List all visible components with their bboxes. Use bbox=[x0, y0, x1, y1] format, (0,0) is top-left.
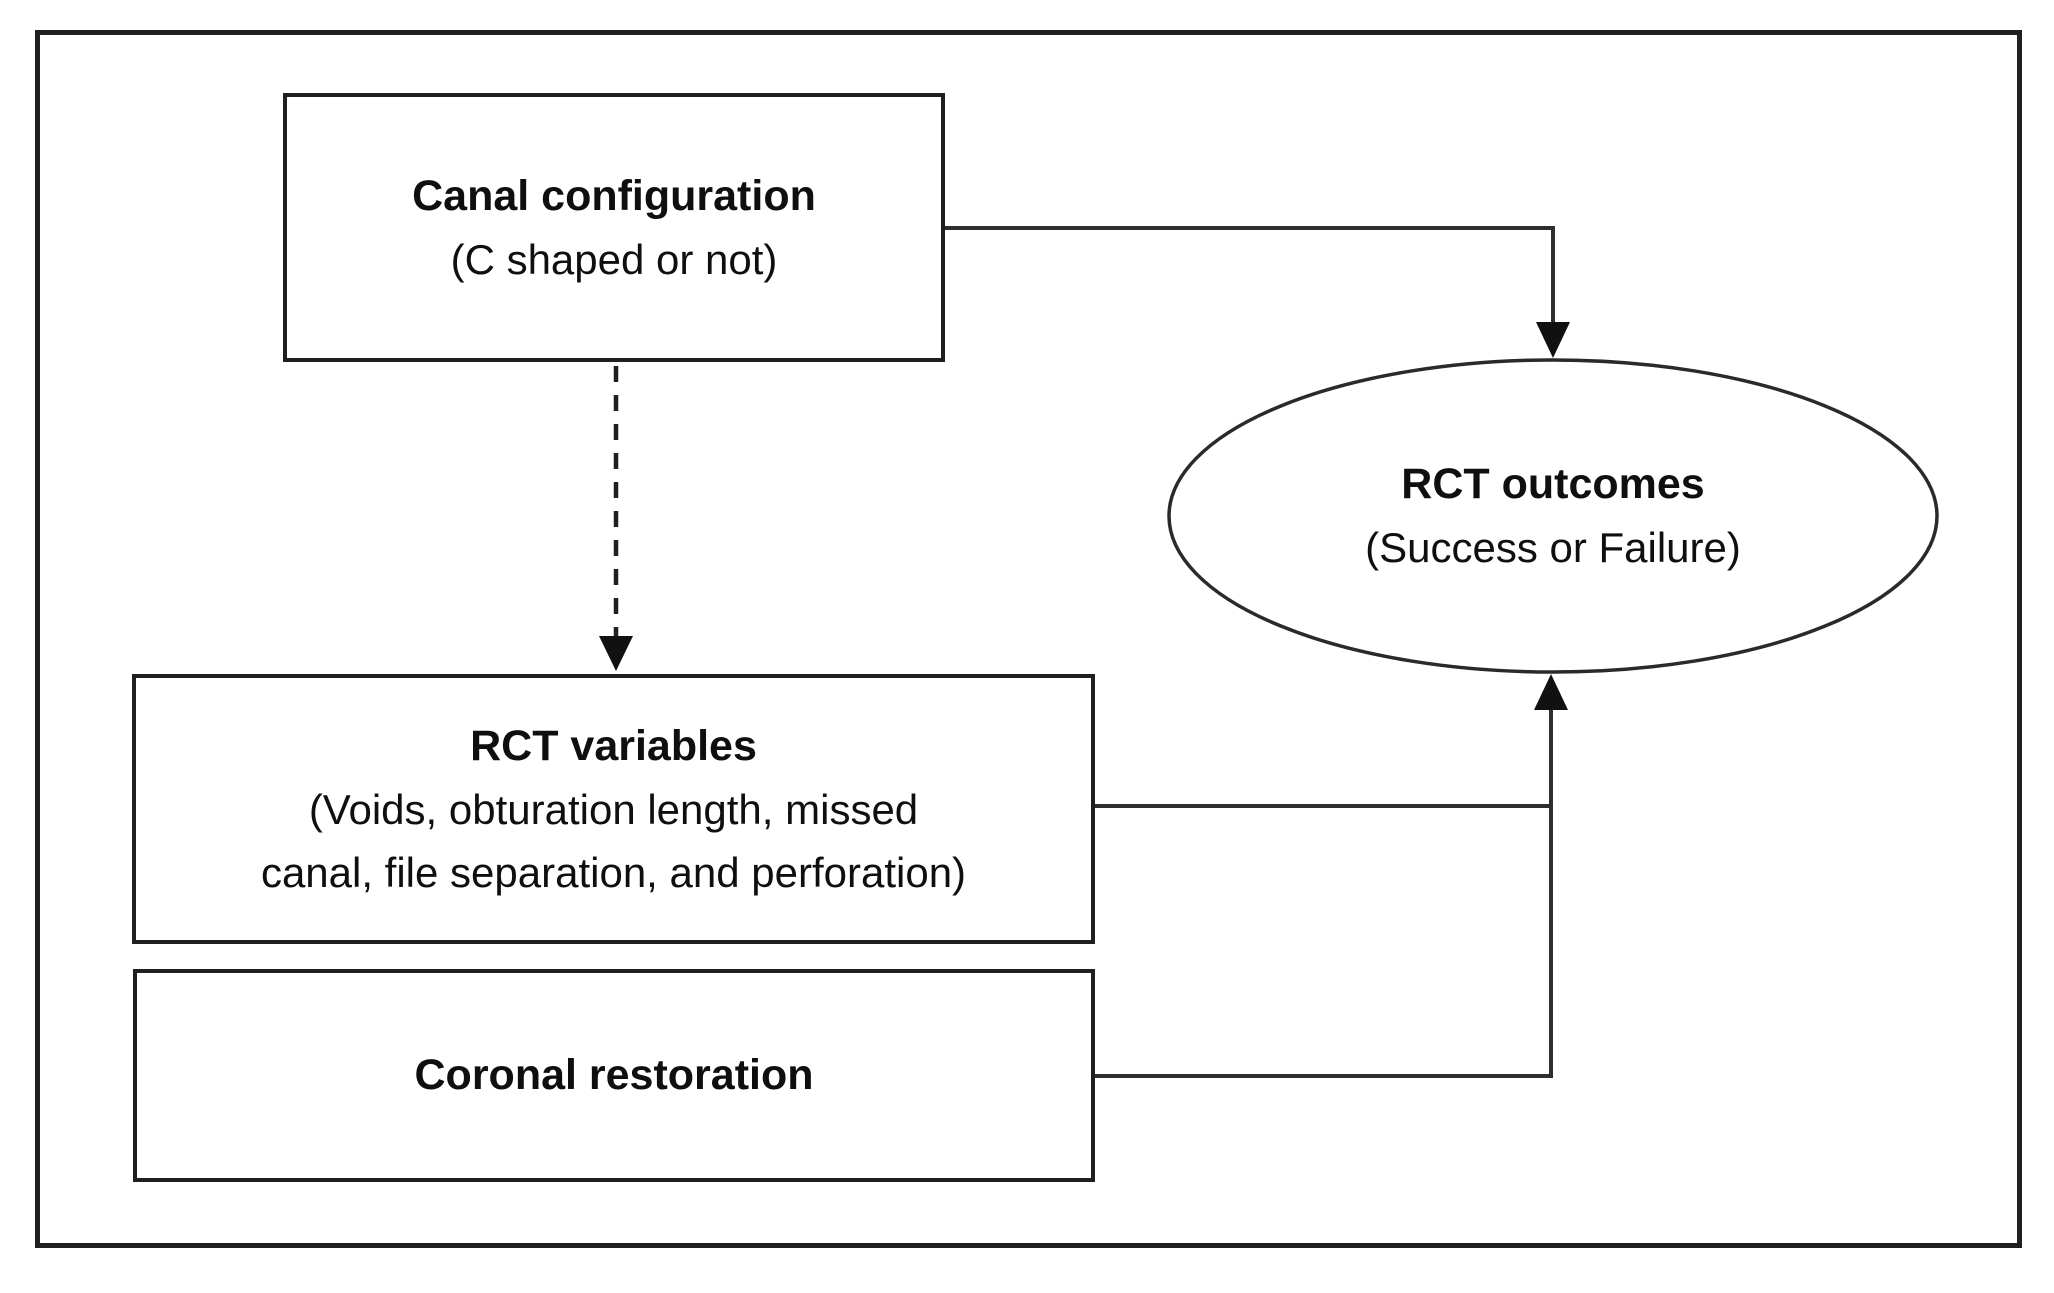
node-coronal-restoration: Coronal restoration bbox=[133, 969, 1095, 1182]
node-rct-variables-subtitle-line1: (Voids, obturation length, missed bbox=[308, 785, 919, 833]
node-rct-variables-title: RCT variables bbox=[470, 721, 757, 770]
node-rct-outcomes: RCT outcomes (Success or Failure) bbox=[1169, 362, 1937, 670]
diagram-border-frame bbox=[35, 30, 2022, 1248]
node-rct-outcomes-subtitle: (Success or Failure) bbox=[1365, 524, 1741, 571]
node-rct-variables-subtitle-line2: canal, file separation, and perforation) bbox=[260, 848, 967, 896]
node-rct-variables: RCT variables (Voids, obturation length,… bbox=[132, 674, 1095, 944]
node-rct-outcomes-title: RCT outcomes bbox=[1401, 460, 1705, 508]
node-canal-configuration: Canal configuration (C shaped or not) bbox=[283, 93, 945, 362]
node-canal-configuration-subtitle: (C shaped or not) bbox=[450, 235, 778, 283]
node-coronal-restoration-title: Coronal restoration bbox=[414, 1051, 814, 1099]
node-canal-configuration-title: Canal configuration bbox=[412, 171, 816, 220]
